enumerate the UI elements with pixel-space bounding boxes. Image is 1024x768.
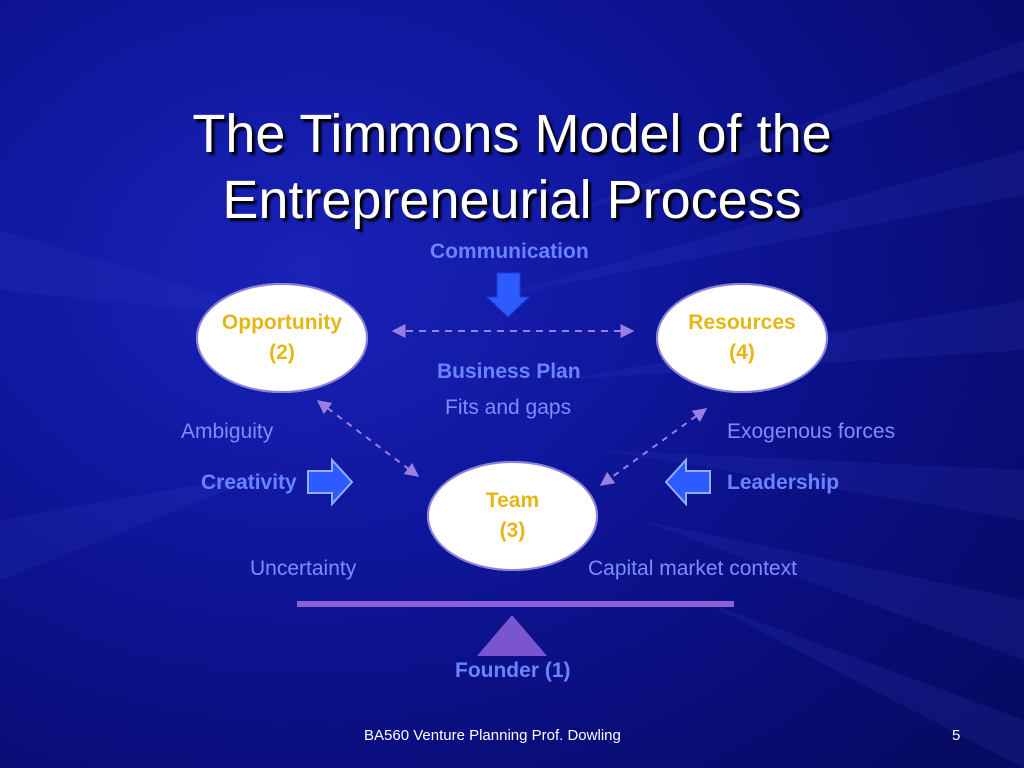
- slide-title-line-1: The Timmons Model of the: [192, 104, 832, 164]
- footer-page-number: 5: [952, 727, 961, 744]
- down-arrow-icon: [485, 272, 531, 318]
- node-opportunity-number: (2): [269, 341, 295, 364]
- capital-market-context-label: Capital market context: [588, 557, 797, 580]
- node-team-label: Team: [485, 489, 540, 512]
- uncertainty-label: Uncertainty: [250, 557, 357, 580]
- dashed-link-resources-team: [599, 408, 708, 486]
- left-arrow-icon: [664, 457, 711, 507]
- business-plan-label: Business Plan: [437, 360, 581, 383]
- fits-and-gaps-label: Fits and gaps: [445, 396, 572, 419]
- right-arrow-icon: [307, 457, 354, 507]
- node-opportunity-label: Opportunity: [221, 311, 343, 334]
- node-opportunity: Opportunity (2): [196, 283, 368, 393]
- exogenous-forces-label: Exogenous forces: [727, 420, 896, 443]
- node-resources-label: Resources: [688, 311, 796, 334]
- footer-course-text: BA560 Venture Planning Prof. Dowling: [364, 727, 621, 744]
- dashed-link-opportunity-team: [316, 400, 420, 477]
- node-team-number: (3): [499, 519, 526, 542]
- leadership-label: Leadership: [727, 471, 840, 494]
- slide-title-line-2: Entrepreneurial Process: [222, 170, 802, 230]
- triangle-fulcrum-icon: [477, 615, 547, 656]
- node-resources: Resources (4): [656, 283, 828, 393]
- node-resources-number: (4): [729, 341, 755, 364]
- communication-label: Communication: [430, 240, 589, 263]
- founder-label: Founder (1): [455, 659, 571, 682]
- creativity-label: Creativity: [201, 471, 297, 494]
- node-team: Team (3): [427, 461, 598, 571]
- ambiguity-label: Ambiguity: [181, 420, 274, 443]
- balance-bar: [297, 601, 734, 607]
